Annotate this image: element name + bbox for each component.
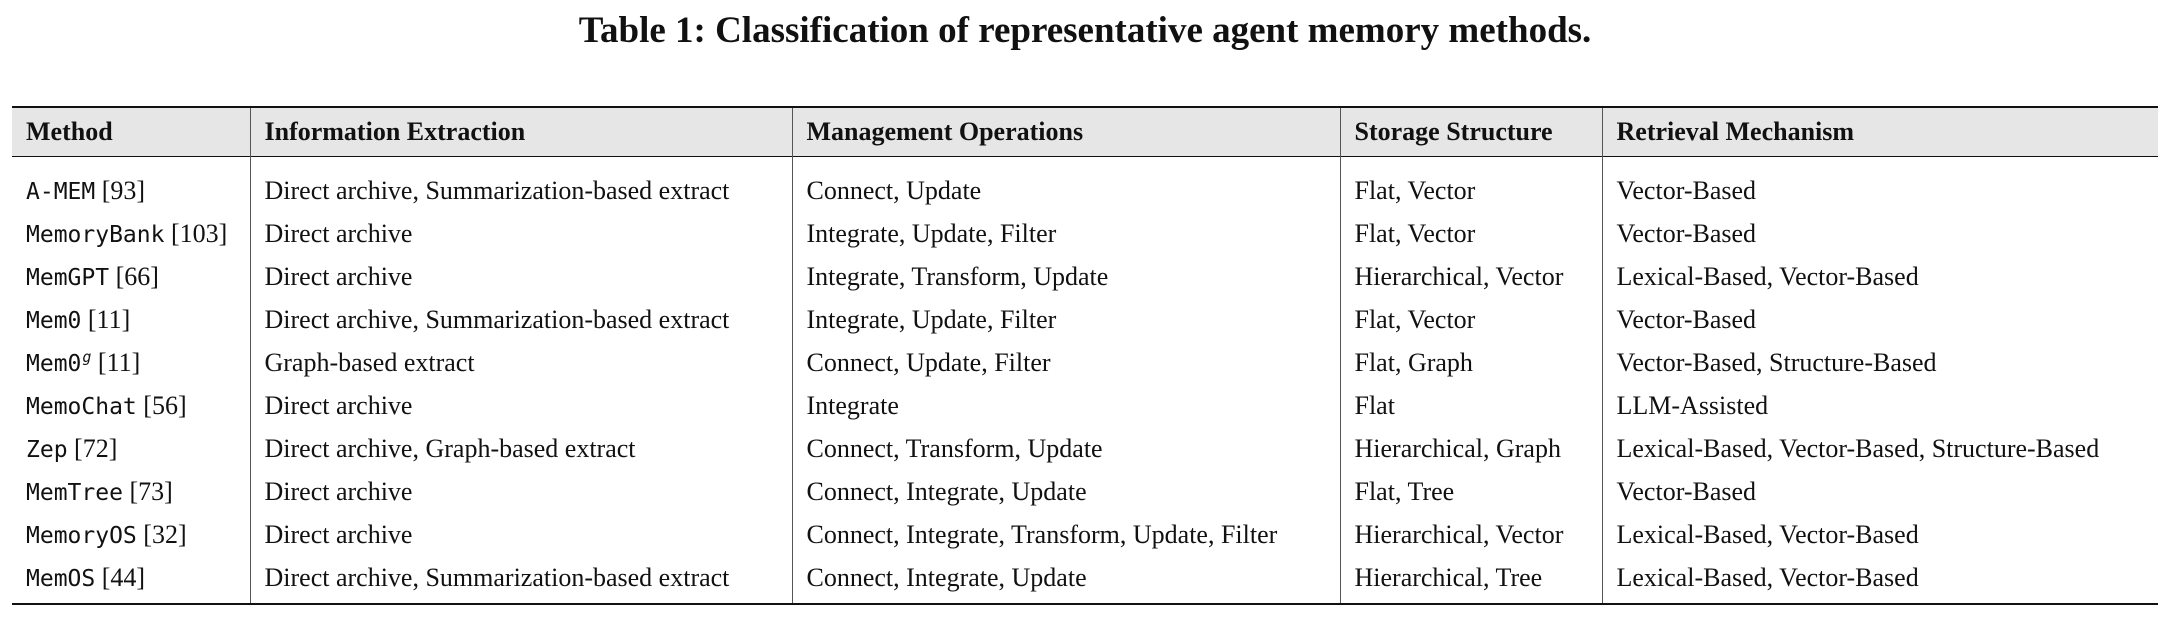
method-name: MemTree	[26, 479, 123, 506]
cell-management-operations: Connect, Integrate, Update	[791, 556, 1340, 604]
header-management-operations: Management Operations	[791, 107, 1340, 157]
cell-retrieval-mechanism: Vector-Based	[1601, 470, 2158, 513]
table-row: A-MEM [93]Direct archive, Summarization-…	[12, 156, 2158, 213]
cell-storage-structure: Flat, Tree	[1339, 470, 1602, 513]
table-row: Zep [72]Direct archive, Graph-based extr…	[12, 427, 2158, 470]
header-storage-structure: Storage Structure	[1339, 107, 1602, 157]
cell-method: MemoryOS [32]	[12, 513, 250, 556]
cell-information-extraction: Direct archive, Graph-based extract	[249, 427, 792, 470]
header-retrieval-mechanism: Retrieval Mechanism	[1601, 107, 2158, 157]
cell-method: MemOS [44]	[12, 556, 250, 604]
method-citation: [56]	[143, 390, 187, 420]
cell-retrieval-mechanism: Vector-Based	[1601, 156, 2158, 212]
method-variant-superscript: g	[82, 347, 92, 366]
method-citation: [93]	[101, 175, 146, 205]
cell-management-operations: Connect, Update	[791, 156, 1340, 212]
cell-management-operations: Integrate	[791, 384, 1340, 427]
cell-storage-structure: Flat, Graph	[1339, 341, 1602, 384]
method-name: A-MEM	[26, 178, 96, 205]
cell-information-extraction: Direct archive, Summarization-based extr…	[249, 298, 792, 341]
cell-management-operations: Connect, Integrate, Transform, Update, F…	[791, 513, 1340, 556]
cell-retrieval-mechanism: Lexical-Based, Vector-Based, Structure-B…	[1601, 427, 2158, 470]
cell-retrieval-mechanism: Vector-Based	[1601, 298, 2158, 341]
cell-method: MemoryBank [103]	[12, 212, 250, 255]
method-name: MemoryOS	[26, 522, 137, 549]
method-citation: [11]	[87, 304, 131, 334]
table-row: MemOS [44]Direct archive, Summarization-…	[12, 556, 2158, 604]
method-name: Mem0	[26, 307, 82, 334]
cell-information-extraction: Direct archive, Summarization-based extr…	[249, 556, 792, 604]
header-information-extraction: Information Extraction	[249, 107, 792, 157]
table-row: Mem0 [11]Direct archive, Summarization-b…	[12, 298, 2158, 341]
cell-information-extraction: Direct archive	[249, 513, 792, 556]
method-name: MemGPT	[26, 264, 110, 291]
method-citation: [66]	[115, 261, 159, 291]
cell-storage-structure: Flat, Vector	[1339, 298, 1602, 341]
table-caption: Table 1: Classification of representativ…	[578, 10, 1592, 51]
cell-storage-structure: Flat	[1339, 384, 1602, 427]
cell-management-operations: Integrate, Update, Filter	[791, 212, 1340, 255]
cell-management-operations: Integrate, Update, Filter	[791, 298, 1340, 341]
cell-retrieval-mechanism: Lexical-Based, Vector-Based	[1601, 255, 2158, 298]
table-body: A-MEM [93]Direct archive, Summarization-…	[12, 156, 2158, 604]
cell-storage-structure: Hierarchical, Vector	[1339, 255, 1602, 298]
cell-method: Mem0 [11]	[12, 298, 250, 341]
method-citation: [73]	[129, 476, 173, 506]
table-header-row: Method Information Extraction Management…	[12, 107, 2158, 157]
cell-retrieval-mechanism: Lexical-Based, Vector-Based	[1601, 556, 2158, 604]
cell-storage-structure: Hierarchical, Graph	[1339, 427, 1602, 470]
cell-information-extraction: Direct archive	[249, 212, 792, 255]
cell-storage-structure: Hierarchical, Tree	[1339, 556, 1602, 604]
cell-management-operations: Integrate, Transform, Update	[791, 255, 1340, 298]
table-container: Method Information Extraction Management…	[12, 106, 2158, 605]
method-citation: [32]	[143, 519, 187, 549]
cell-information-extraction: Graph-based extract	[249, 341, 792, 384]
method-citation: [11]	[97, 347, 141, 377]
cell-retrieval-mechanism: Lexical-Based, Vector-Based	[1601, 513, 2158, 556]
cell-information-extraction: Direct archive	[249, 384, 792, 427]
cell-method: MemGPT [66]	[12, 255, 250, 298]
method-citation: [103]	[170, 218, 228, 248]
method-name: MemoryBank	[26, 221, 165, 248]
method-name: MemOS	[26, 565, 96, 592]
cell-information-extraction: Direct archive	[249, 470, 792, 513]
cell-method: MemTree [73]	[12, 470, 250, 513]
cell-information-extraction: Direct archive	[249, 255, 792, 298]
cell-method: A-MEM [93]	[12, 157, 250, 213]
cell-method: Mem0g [11]	[12, 341, 250, 384]
cell-management-operations: Connect, Update, Filter	[791, 341, 1340, 384]
cell-storage-structure: Flat, Vector	[1339, 156, 1602, 212]
cell-storage-structure: Flat, Vector	[1339, 212, 1602, 255]
cell-method: Zep [72]	[12, 427, 250, 470]
method-name: Mem0	[26, 350, 82, 377]
method-name: MemoChat	[26, 393, 137, 420]
cell-management-operations: Connect, Transform, Update	[791, 427, 1340, 470]
header-method: Method	[26, 117, 113, 146]
cell-retrieval-mechanism: Vector-Based	[1601, 212, 2158, 255]
cell-method: MemoChat [56]	[12, 384, 250, 427]
cell-retrieval-mechanism: Vector-Based, Structure-Based	[1601, 341, 2158, 384]
cell-retrieval-mechanism: LLM-Assisted	[1601, 384, 2158, 427]
cell-management-operations: Connect, Integrate, Update	[791, 470, 1340, 513]
cell-storage-structure: Hierarchical, Vector	[1339, 513, 1602, 556]
method-citation: [72]	[74, 433, 118, 463]
cell-information-extraction: Direct archive, Summarization-based extr…	[249, 156, 792, 212]
method-name: Zep	[26, 436, 68, 463]
method-citation: [44]	[101, 562, 146, 592]
memory-methods-table: Method Information Extraction Management…	[12, 106, 2158, 605]
